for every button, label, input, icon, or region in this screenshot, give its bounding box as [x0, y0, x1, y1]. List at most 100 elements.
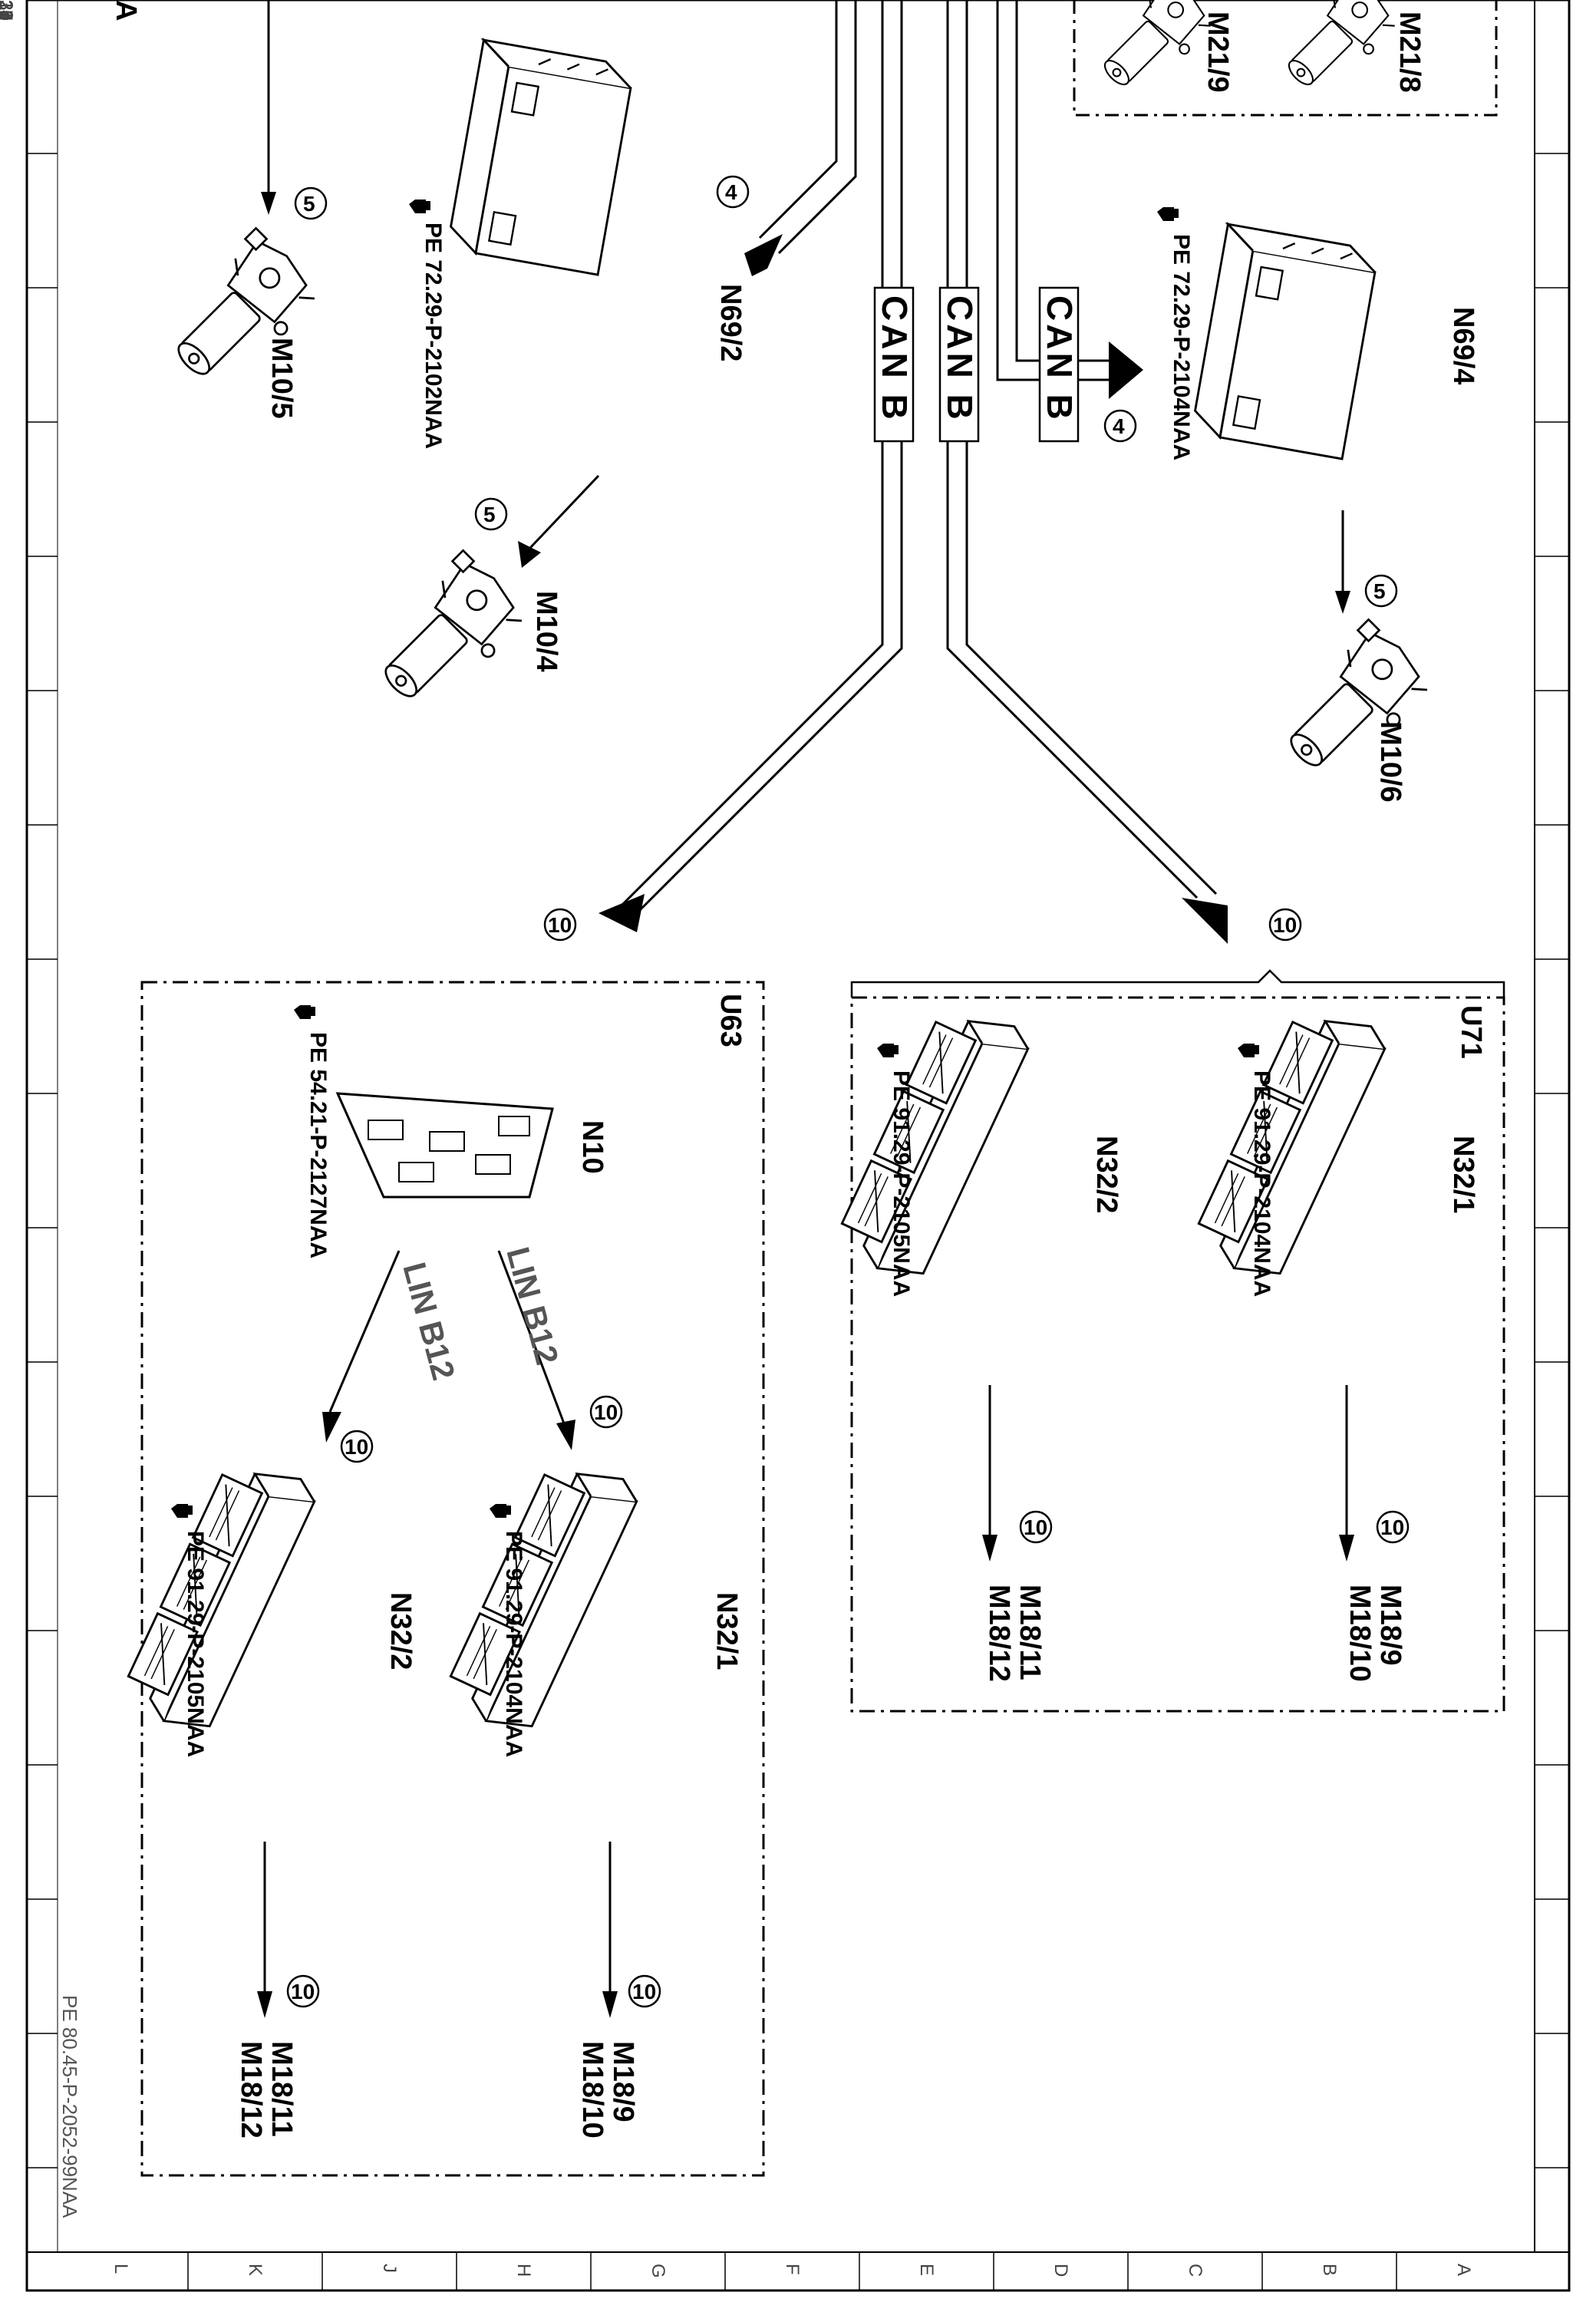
row-label: 21: [0, 0, 16, 21]
column-label: B: [1319, 2264, 1340, 2276]
signal-10: 10: [1024, 1515, 1047, 1539]
row-label: 31: [0, 0, 16, 21]
label-n69-2: N69/2: [714, 284, 747, 361]
row-label: 18: [0, 0, 16, 21]
label-m10-5: M10/5: [265, 338, 298, 419]
row-label: 27: [0, 0, 16, 21]
label-m18-11: M18/11: [1014, 1585, 1046, 1680]
control-module-icon: [829, 994, 1036, 1288]
signal-4: 4: [725, 180, 737, 204]
control-unit-icon: [1190, 223, 1380, 460]
row-label: 26: [0, 0, 16, 21]
label-u63-n32-2: N32/2: [384, 1592, 417, 1670]
column-label: C: [1185, 2264, 1205, 2277]
row-label: 25: [0, 0, 16, 21]
row-label: 32: [0, 0, 16, 21]
row-label: 16: [0, 0, 16, 21]
u63-group: U63 PE 54.21-P-2127NAA N10 LIN B12 LIN B…: [116, 981, 765, 2177]
row-label: 30: [0, 0, 16, 21]
signal-4: 4: [1113, 414, 1125, 438]
ref-u63-n32-1: PE 91.29-P-2104NAA: [501, 1531, 526, 1757]
row-label: 21: [0, 0, 16, 21]
label-m18-9: M18/9: [607, 2041, 639, 2122]
lin-b12-label: LIN B12: [396, 1258, 462, 1384]
row-label: 19: [0, 0, 16, 21]
row-label: 23: [0, 0, 16, 21]
motor-icon: [1083, 0, 1219, 104]
m10-4-motor: M10/4: [358, 548, 562, 722]
row-label: 25: [0, 0, 16, 21]
column-label: A: [1453, 2264, 1474, 2276]
label-m18-9: M18/9: [1374, 1585, 1406, 1666]
row-label: 16: [0, 0, 16, 21]
column-ticks: [187, 2252, 1397, 2290]
u71-n32-1-module: PE 91.29-P-2104NAA N32/1: [1186, 994, 1479, 1297]
m10-6-motor: M10/6: [1264, 617, 1438, 803]
row-label: 24: [0, 0, 16, 21]
sheet-frame: [25, 0, 1571, 2292]
column-label: F: [782, 2264, 803, 2275]
control-module-icon: [116, 1447, 322, 1741]
signal-5: 5: [483, 503, 496, 526]
row-label: 22: [0, 0, 16, 21]
n10-module: PE 54.21-P-2127NAA N10: [294, 1005, 608, 1258]
row-label: 23: [0, 0, 16, 21]
ref-n10: PE 54.21-P-2127NAA: [305, 1032, 331, 1258]
label-m18-12: M18/12: [235, 2041, 267, 2139]
row-label: 27: [0, 0, 16, 21]
ref-u71-n32-2: PE 91.29-P-2105NAA: [889, 1070, 914, 1297]
reference-hand-icon: [1238, 1044, 1259, 1057]
signal-10: 10: [548, 913, 572, 937]
row-label: 30: [0, 0, 16, 21]
row-label: 17: [0, 0, 16, 21]
column-labels: L K J H G F E D C B A: [110, 2264, 1474, 2278]
label-m10-6: M10/6: [1374, 721, 1406, 803]
motor-icon: [358, 548, 533, 722]
row-labels: 16 16 17 17 18 18 19 19 20 20 21 21 22 2…: [0, 0, 16, 21]
label-u71: U71: [1455, 1005, 1487, 1059]
motor-icon: [1264, 617, 1438, 791]
row-label: 18: [0, 0, 16, 21]
signal-5: 5: [303, 192, 315, 216]
signal-10: 10: [1273, 913, 1297, 937]
signal-10: 10: [1380, 1515, 1404, 1539]
label-m21-8: M21/8: [1393, 12, 1426, 93]
column-label: J: [379, 2264, 400, 2273]
reference-hand-icon: [1157, 207, 1179, 221]
m21-motor-group: M21/9 M21/8: [1073, 0, 1498, 117]
can-b-label: CAN B: [875, 295, 915, 423]
label-m18-10: M18/10: [576, 2041, 608, 2139]
reference-hand-icon: [409, 200, 430, 213]
row-label: 29: [0, 0, 16, 21]
document-reference: PE 80.45-P-2052-99NAA: [58, 1995, 81, 2218]
row-label: 26: [0, 0, 16, 21]
row-label: 28: [0, 0, 16, 21]
column-label: E: [916, 2264, 937, 2276]
ref-n69-2: PE 72.29-P-2102NAA: [420, 223, 446, 449]
row-label: 19: [0, 0, 16, 21]
row-label: 24: [0, 0, 16, 21]
signal-5: 5: [1373, 579, 1386, 603]
n69-2-unit: PE 72.29-P-2102NAA N69/2: [409, 38, 747, 449]
row-label: 20: [0, 0, 16, 21]
row-label: 20: [0, 0, 16, 21]
signal-10: 10: [632, 1980, 656, 2004]
row-ticks: [27, 153, 1569, 2168]
column-label: K: [245, 2264, 265, 2276]
row-label: 32: [0, 0, 16, 21]
label-n10: N10: [576, 1120, 608, 1174]
control-module-icon: [438, 1447, 645, 1741]
column-label: D: [1050, 2264, 1071, 2277]
control-module-icon: [1186, 994, 1393, 1288]
motor-icon: [151, 226, 325, 400]
label-u71-n32-2: N32/2: [1090, 1136, 1123, 1213]
u71-group: U71 PE 91.29-P-2104NAA N32/1 PE 91.29-P-…: [829, 969, 1505, 1713]
corner-letter: A: [110, 0, 142, 21]
ref-n69-4: PE 72.29-P-2104NAA: [1169, 234, 1194, 460]
u63-n32-1-module: PE 91.29-P-2104NAA N32/1: [438, 1447, 743, 1757]
ref-u71-n32-1: PE 91.29-P-2104NAA: [1249, 1070, 1274, 1297]
column-label: G: [648, 2264, 668, 2278]
label-m21-9: M21/9: [1202, 12, 1234, 93]
signal-10: 10: [594, 1400, 618, 1424]
